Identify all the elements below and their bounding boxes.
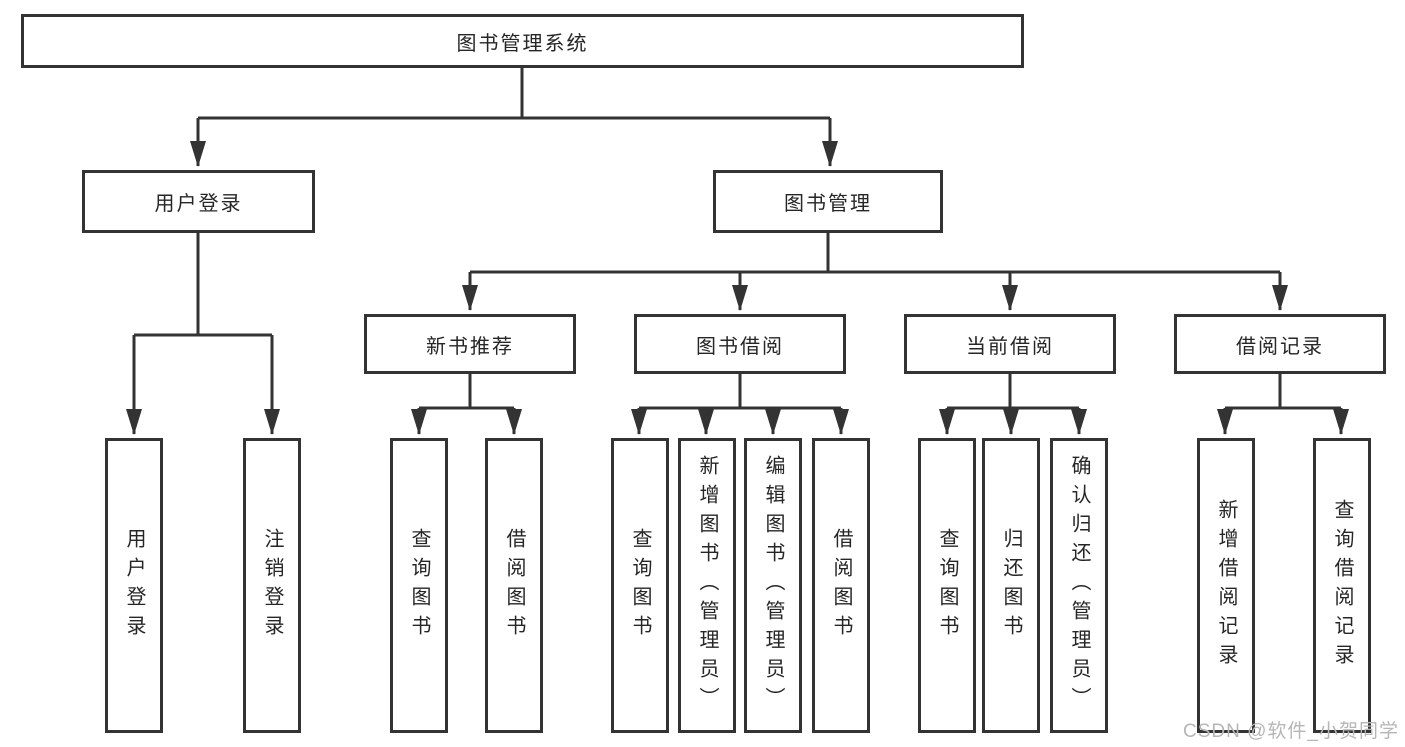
node-borrow-books-borrow: 借阅图书 [812, 438, 870, 733]
node-query-borrow-record: 查询借阅记录 [1313, 438, 1371, 733]
node-edit-book-admin: 编辑图书（管理员） [744, 438, 802, 733]
node-book-borrowing: 图书借阅 [634, 314, 846, 374]
node-query-books-borrow: 查询图书 [611, 438, 669, 733]
node-add-book-admin: 新增图书（管理员） [678, 438, 736, 733]
csdn-watermark: CSDN @软件_小贺同学 [1183, 721, 1399, 742]
node-query-books-recommend: 查询图书 [390, 438, 448, 733]
node-new-book-recommendation: 新书推荐 [364, 314, 576, 374]
node-borrow-books-recommend: 借阅图书 [485, 438, 543, 733]
node-user-login-module: 用户登录 [82, 170, 315, 233]
node-user-login: 用户登录 [105, 438, 163, 733]
node-borrowing-records: 借阅记录 [1174, 314, 1386, 374]
node-confirm-return-admin: 确认归还（管理员） [1050, 438, 1108, 733]
node-return-book: 归还图书 [982, 438, 1040, 733]
node-add-borrow-record: 新增借阅记录 [1197, 438, 1255, 733]
node-library-management-system: 图书管理系统 [21, 14, 1024, 68]
node-query-books-current: 查询图书 [918, 438, 976, 733]
node-current-borrowing: 当前借阅 [904, 314, 1116, 374]
node-logout: 注销登录 [243, 438, 301, 733]
node-book-management: 图书管理 [713, 170, 943, 233]
